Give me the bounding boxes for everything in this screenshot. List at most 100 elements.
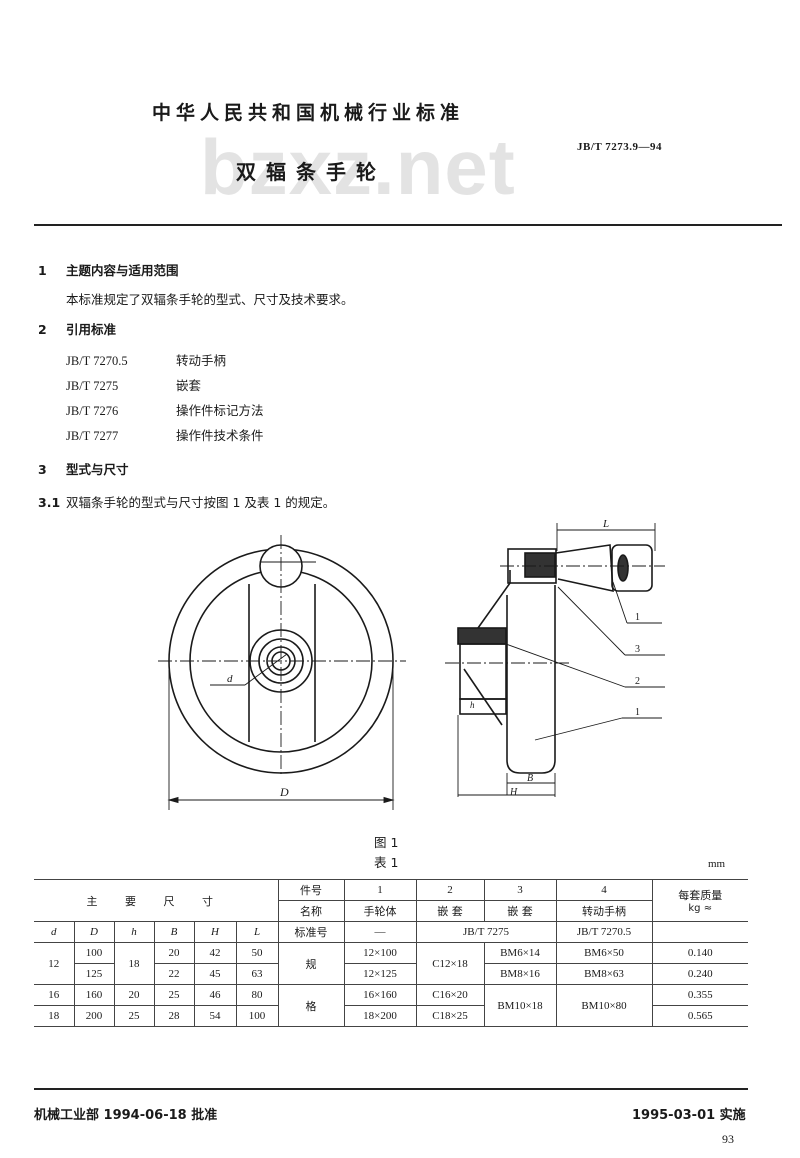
header-row-1: 主 要 尺 寸 件号 1 2 3 4 每套质量 kg ≈ <box>34 879 748 922</box>
table-row: 18 200 25 28 54 100 18×200 C18×25 0.565 <box>34 1005 748 1027</box>
reference-name: 转动手柄 <box>176 353 227 368</box>
part-2-3-standard: JB/T 7275 <box>415 921 557 943</box>
name-label: 名称 <box>278 900 345 922</box>
part-4-no: 4 <box>555 879 653 901</box>
header-row-2: 名称 手轮体 嵌 套 嵌 套 转动手柄 <box>34 900 748 922</box>
cell-part-2: C16×20 <box>415 984 485 1006</box>
part-2-no: 2 <box>415 879 485 901</box>
spec-label-top: 规 <box>277 942 345 985</box>
footer-divider <box>34 1088 748 1090</box>
handwheel-side-view: L B H h 1 3 2 1 <box>445 518 665 798</box>
reference-item: JB/T 7276 操作件标记方法 <box>66 400 264 419</box>
cell-d: 16 <box>34 984 75 1006</box>
document-title: 双辐条手轮 <box>236 160 386 184</box>
header-divider <box>34 224 782 226</box>
part-1-no: 1 <box>343 879 417 901</box>
cell-B: 28 <box>153 1005 195 1027</box>
standard-label: 标准号 <box>277 921 345 943</box>
table-row: 12 100 18 20 42 50 规 12×100 C12×18 BM6×1… <box>34 942 748 985</box>
handwheel-front-view: d D <box>158 535 406 810</box>
part-no-label: 件号 <box>277 879 345 901</box>
part-2-name: 嵌 套 <box>415 900 485 922</box>
cell-D: 125 <box>74 963 115 985</box>
standard-code: JB/T 7273.9—94 <box>577 141 663 153</box>
cell-h: 25 <box>113 1005 155 1027</box>
dim-L-label: L <box>602 518 609 530</box>
part-4-name: 转动手柄 <box>555 900 652 922</box>
reference-name: 嵌套 <box>176 378 202 393</box>
reference-item: JB/T 7270.5 转动手柄 <box>66 350 226 369</box>
part-1-standard: — <box>343 921 417 943</box>
section-title: 型式与尺寸 <box>66 462 129 477</box>
col-d: d <box>34 921 75 943</box>
section-title: 引用标准 <box>66 322 117 337</box>
part-3-name: 嵌 套 <box>483 900 557 922</box>
part-1-name: 手轮体 <box>343 900 417 922</box>
issuing-organization: 中华人民共和国机械行业标准 <box>152 102 465 124</box>
watermark: bzxz.net <box>200 123 516 211</box>
section-2-heading: 2 引用标准 <box>38 319 116 338</box>
section-3-heading: 3 型式与尺寸 <box>38 459 129 478</box>
cell-mass: 0.140 <box>651 942 748 964</box>
cell-part-4: BM6×50 <box>555 942 653 964</box>
col-B: B <box>153 921 195 943</box>
cell-d: 18 <box>34 1005 75 1027</box>
callout-part: 3 <box>635 644 640 655</box>
cell-h: 18 <box>113 942 155 985</box>
part-3-no: 3 <box>483 879 557 901</box>
cell-part-1: 12×125 <box>343 963 417 985</box>
cell-mass: 0.240 <box>651 963 748 985</box>
cell-part-1: 12×100 <box>343 942 417 964</box>
implementation-info: 1995-03-01 实施 <box>632 1108 746 1123</box>
cell-L: 100 <box>235 1005 279 1027</box>
cell-H: 42 <box>193 942 237 964</box>
cell-H: 45 <box>193 963 237 985</box>
cell-part-4: BM10×80 <box>555 984 653 1027</box>
table-caption: 表 1 <box>374 855 399 870</box>
mass-label: 每套质量 <box>678 889 723 902</box>
cell-L: 50 <box>235 942 279 964</box>
cell-H: 54 <box>193 1005 237 1027</box>
reference-name: 操作件标记方法 <box>176 403 264 418</box>
mass-unit-spacer <box>651 921 748 943</box>
section-title: 主题内容与适用范围 <box>66 263 179 278</box>
cell-mass: 0.565 <box>651 1005 748 1027</box>
cell-H: 46 <box>193 984 237 1006</box>
section-number: 1 <box>38 263 47 278</box>
section-1-heading: 1 主题内容与适用范围 <box>38 260 179 279</box>
diameter-label: D <box>279 785 289 799</box>
col-H: H <box>193 921 237 943</box>
table-unit: mm <box>708 858 726 870</box>
cell-part-1: 18×200 <box>343 1005 417 1027</box>
clause-text: 双辐条手轮的型式与尺寸按图 1 及表 1 的规定。 <box>66 495 336 510</box>
callout-part: 1 <box>635 612 640 623</box>
cell-D: 100 <box>73 942 115 964</box>
reference-name: 操作件技术条件 <box>176 428 264 443</box>
cell-part-2: C12×18 <box>415 942 485 985</box>
cell-L: 63 <box>235 963 279 985</box>
cell-h: 20 <box>113 984 155 1006</box>
cell-D: 200 <box>73 1005 115 1027</box>
reference-item: JB/T 7275 嵌套 <box>66 375 201 394</box>
dim-B-label: B <box>527 773 533 784</box>
approval-info: 机械工业部 1994-06-18 批准 <box>34 1108 218 1123</box>
section-number: 2 <box>38 322 47 337</box>
main-dimensions-header: 主 要 尺 寸 <box>34 879 279 922</box>
figure-caption: 图 1 <box>374 835 399 850</box>
dim-H-label: H <box>509 787 518 798</box>
part-4-standard: JB/T 7270.5 <box>555 921 653 943</box>
cell-part-1: 16×160 <box>343 984 417 1006</box>
reference-code: JB/T 7275 <box>66 379 119 393</box>
section-number: 3 <box>38 462 47 477</box>
reference-code: JB/T 7270.5 <box>66 354 128 368</box>
cell-D: 160 <box>73 984 115 1006</box>
cell-B: 25 <box>153 984 195 1006</box>
bore-label: d <box>227 673 233 685</box>
col-h: h <box>113 921 155 943</box>
reference-code: JB/T 7276 <box>66 404 119 418</box>
mass-unit: kg ≈ <box>688 903 713 914</box>
spec-table: 主 要 尺 寸 件号 1 2 3 4 每套质量 kg ≈ 名称 手轮体 嵌 套 … <box>34 879 748 1027</box>
cell-part-3: BM6×14 <box>483 942 557 964</box>
